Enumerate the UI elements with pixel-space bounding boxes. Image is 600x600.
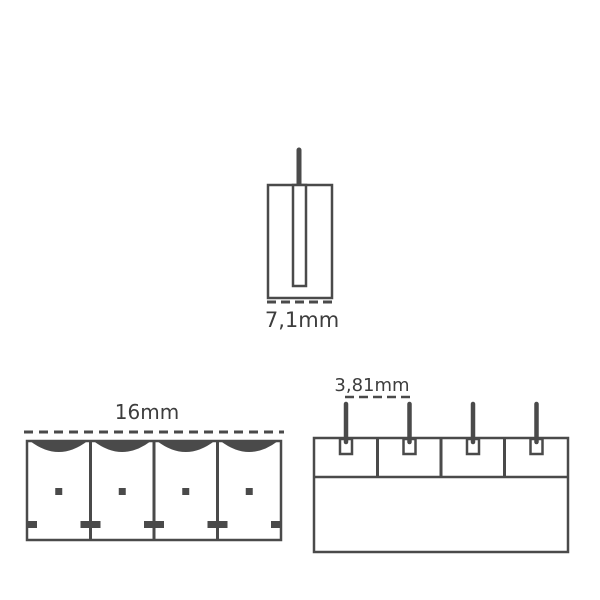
front-screw-dot [245, 488, 253, 495]
front-foot [271, 521, 281, 528]
front-foot [207, 521, 228, 528]
front-dimension-label: 16mm [115, 400, 179, 424]
front-clamp-arc [220, 441, 278, 452]
front-clamp-arc [93, 441, 151, 452]
front-foot [144, 521, 164, 528]
side-slot [291, 183, 308, 288]
front-foot [27, 521, 37, 528]
front-view: 16mm [24, 400, 284, 542]
front-screw-dot [55, 488, 63, 495]
top-view: 3,81mm [312, 375, 570, 554]
top-dimension-label: 3,81mm [334, 375, 409, 396]
front-screw-dot [118, 488, 126, 495]
front-foot [80, 521, 101, 528]
front-clamp-arc [157, 441, 215, 452]
side-view: 7,1mm [265, 147, 339, 332]
front-screw-dot [182, 488, 190, 495]
front-clamp-arc [30, 441, 88, 452]
side-dimension-label: 7,1mm [265, 308, 339, 332]
